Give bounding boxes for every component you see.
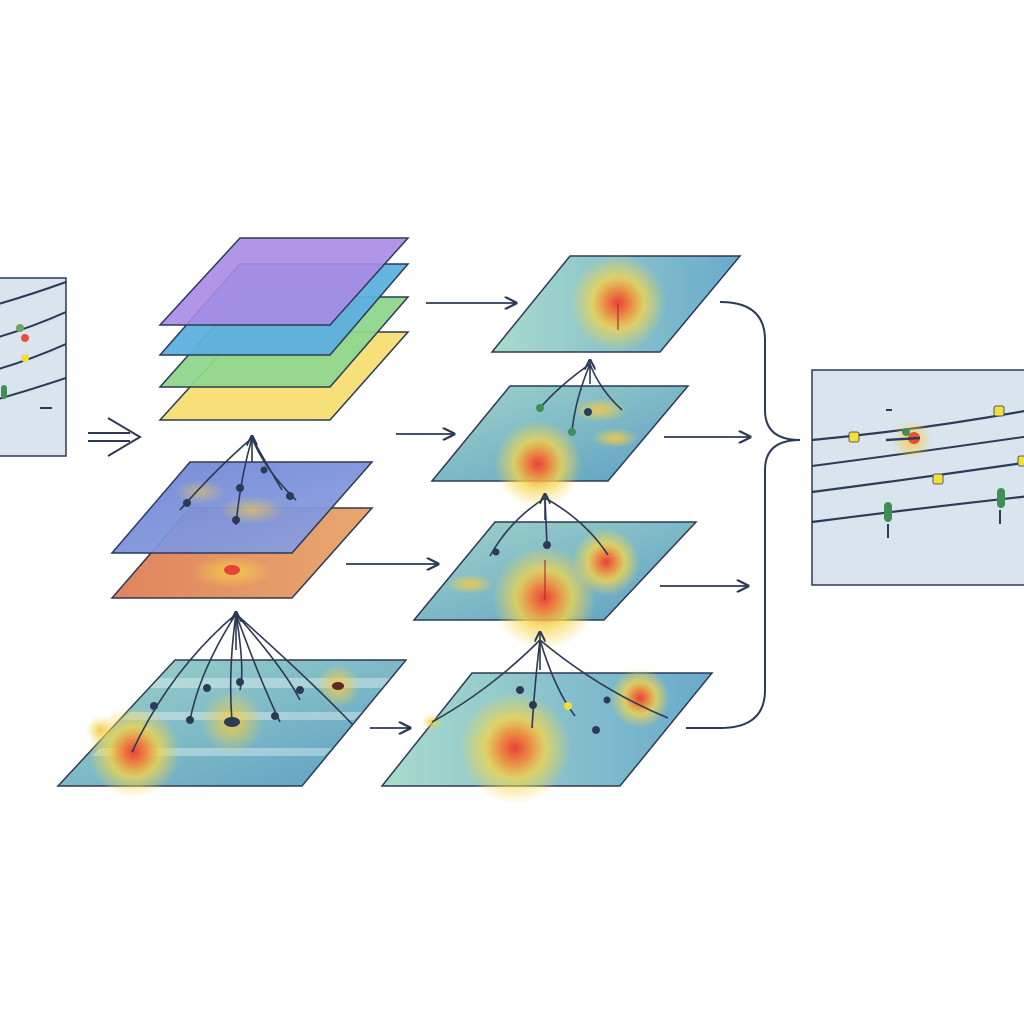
heatmap-2 xyxy=(430,360,690,508)
heatmap-3-attention-lines xyxy=(489,494,609,600)
wire-scene-image-icon xyxy=(0,281,66,409)
heatmap-4-attention-lines xyxy=(431,632,669,729)
flow-arrows xyxy=(346,303,750,728)
feature-layer-stack xyxy=(158,237,410,421)
stack-layer-purple xyxy=(158,237,410,326)
intermediate-feature-pair xyxy=(110,436,374,599)
heatmap-4 xyxy=(380,632,714,804)
heatmap-2-attention-lines xyxy=(539,360,623,433)
double-arrow-icon xyxy=(88,417,142,457)
heatmap-2-nodes xyxy=(536,404,592,436)
curly-brace-icon xyxy=(686,301,801,729)
base-nodes xyxy=(150,678,304,724)
input-image xyxy=(0,277,67,457)
base-attention-lines xyxy=(131,613,353,753)
output-image xyxy=(811,369,1024,586)
heatmap-3 xyxy=(412,494,698,650)
heatmap-1 xyxy=(490,255,742,353)
heatmap-4-nodes xyxy=(516,686,611,734)
wire-scene-output-icon xyxy=(812,405,1024,538)
feature-nodes xyxy=(183,466,294,524)
base-heatmap xyxy=(56,613,408,798)
heatmap-3-nodes xyxy=(492,541,551,556)
